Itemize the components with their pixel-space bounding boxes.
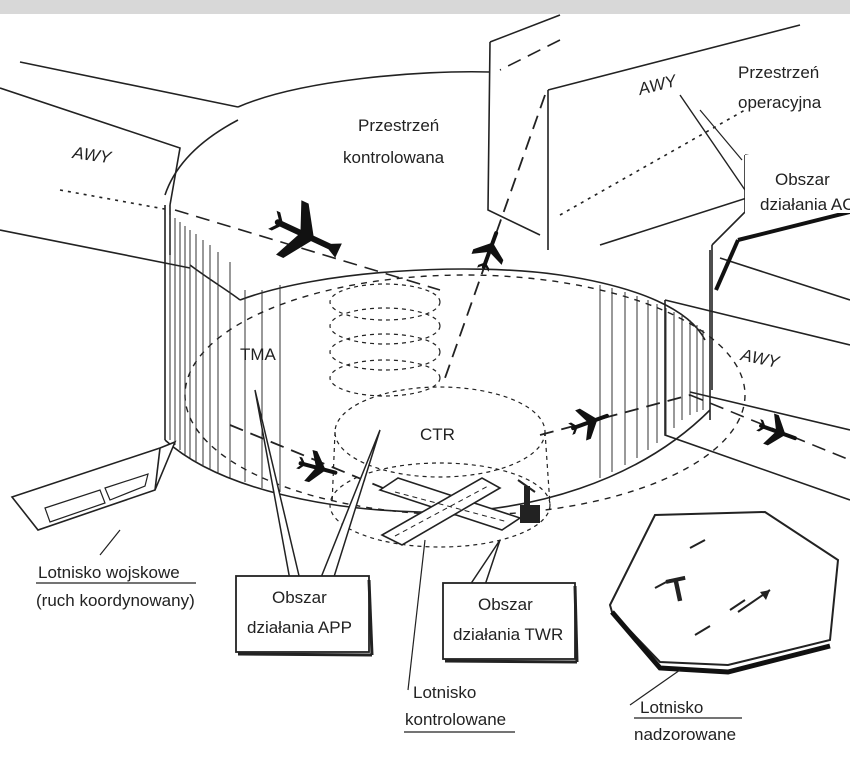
controlled-airport-label-line1: Lotnisko <box>413 683 476 702</box>
app-callout <box>236 390 380 655</box>
operational-space-label-line1: Przestrzeń <box>738 63 819 82</box>
supervised-airport: T <box>610 512 838 672</box>
acc-pointer-bold-top <box>738 212 850 240</box>
awy-top-right-slab <box>488 15 850 250</box>
acc-label-line2: działania ACC <box>760 195 850 214</box>
scan-edge-shade <box>0 0 850 14</box>
military-airfield-pointer <box>100 530 120 555</box>
awy-top-left-label: AWY <box>70 143 113 168</box>
controlled-airport-label-line2: kontrolowane <box>405 710 506 729</box>
acc-pointer-bold-side <box>716 240 738 290</box>
app-label-line1: Obszar <box>272 588 327 607</box>
awy-right-label: AWY <box>738 345 782 372</box>
military-airfield-label-line2: (ruch koordynowany) <box>36 591 195 610</box>
tma-label: TMA <box>240 345 277 364</box>
airplane-icon <box>260 193 349 277</box>
airplane-icon <box>565 401 613 444</box>
awy-top-right-label: AWY <box>635 71 679 99</box>
approach-paths <box>230 95 690 495</box>
awy-right-slab <box>665 300 850 500</box>
controlled-airport-pointer <box>408 540 425 690</box>
holding-pattern-spiral <box>330 284 440 396</box>
military-airfield <box>12 442 175 530</box>
military-airfield-label-line1: Lotnisko wojskowe <box>38 563 180 582</box>
twr-label-line2: działania TWR <box>453 625 563 644</box>
operacyjna-pointer-line <box>700 110 742 160</box>
app-label-line2: działania APP <box>247 618 352 637</box>
supervised-airport-label-line2: nadzorowane <box>634 725 736 744</box>
twr-label-line1: Obszar <box>478 595 533 614</box>
supervised-airport-label-line1: Lotnisko <box>640 698 703 717</box>
ctr-label: CTR <box>420 425 455 444</box>
controlled-airspace-label-line1: Przestrzeń <box>358 116 439 135</box>
tma-boundary <box>185 275 745 515</box>
acc-label-line1: Obszar <box>775 170 830 189</box>
controlled-airspace-label-line2: kontrolowana <box>343 148 445 167</box>
awy-pointer-line <box>680 95 745 190</box>
awy-left-slab <box>0 62 238 268</box>
controlled-airspace-cylinder <box>165 72 710 512</box>
operational-space-label-line2: operacyjna <box>738 93 822 112</box>
